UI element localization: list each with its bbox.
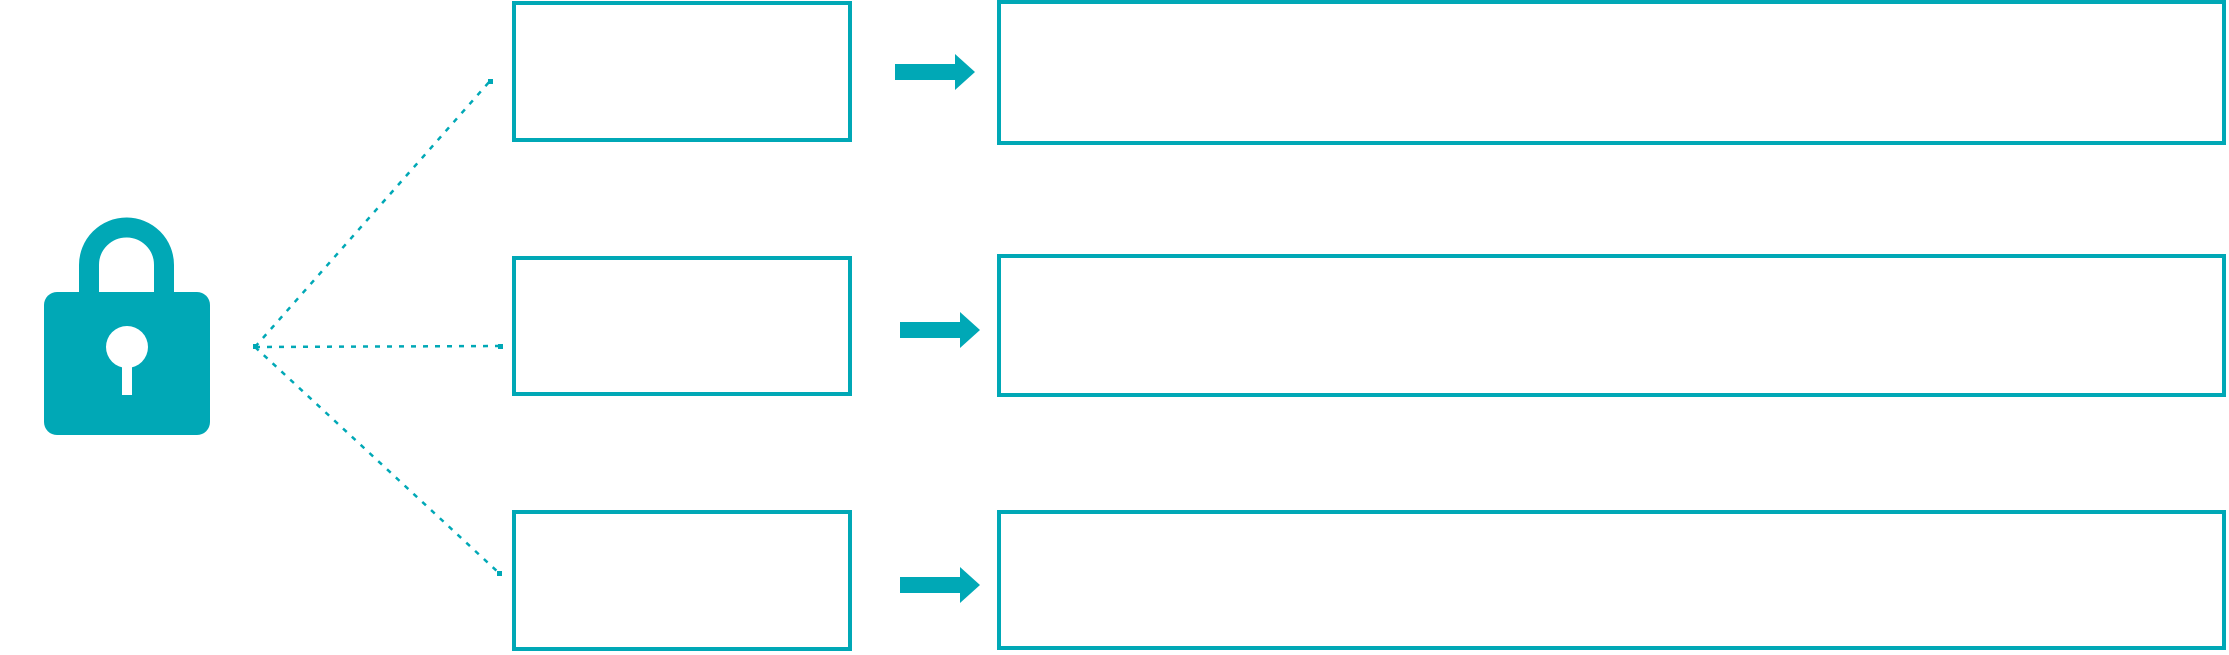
keyhole-stem (122, 347, 132, 395)
connector-line-top (254, 80, 491, 348)
connector-origin-dot (253, 344, 258, 349)
lock-shackle (79, 217, 174, 302)
connector-endpoint-bottom (497, 571, 502, 576)
lock-icon (44, 217, 210, 435)
right-arrow-icon (895, 54, 975, 90)
item-box-3 (512, 510, 852, 651)
right-arrow-shape (900, 567, 980, 603)
description-box-2 (997, 254, 2226, 397)
description-box-3 (997, 510, 2226, 650)
connector-endpoint-middle (498, 344, 503, 349)
description-box-1 (997, 0, 2226, 145)
connector-line-bottom (254, 346, 500, 574)
right-arrow-shape (900, 312, 980, 348)
connector-line-middle (254, 344, 501, 349)
right-arrow-icon (900, 312, 980, 348)
right-arrow-shape (895, 54, 975, 90)
right-arrow-icon (900, 567, 980, 603)
connector-endpoint-top (488, 79, 493, 84)
item-box-1 (512, 1, 852, 142)
item-box-2 (512, 256, 852, 396)
